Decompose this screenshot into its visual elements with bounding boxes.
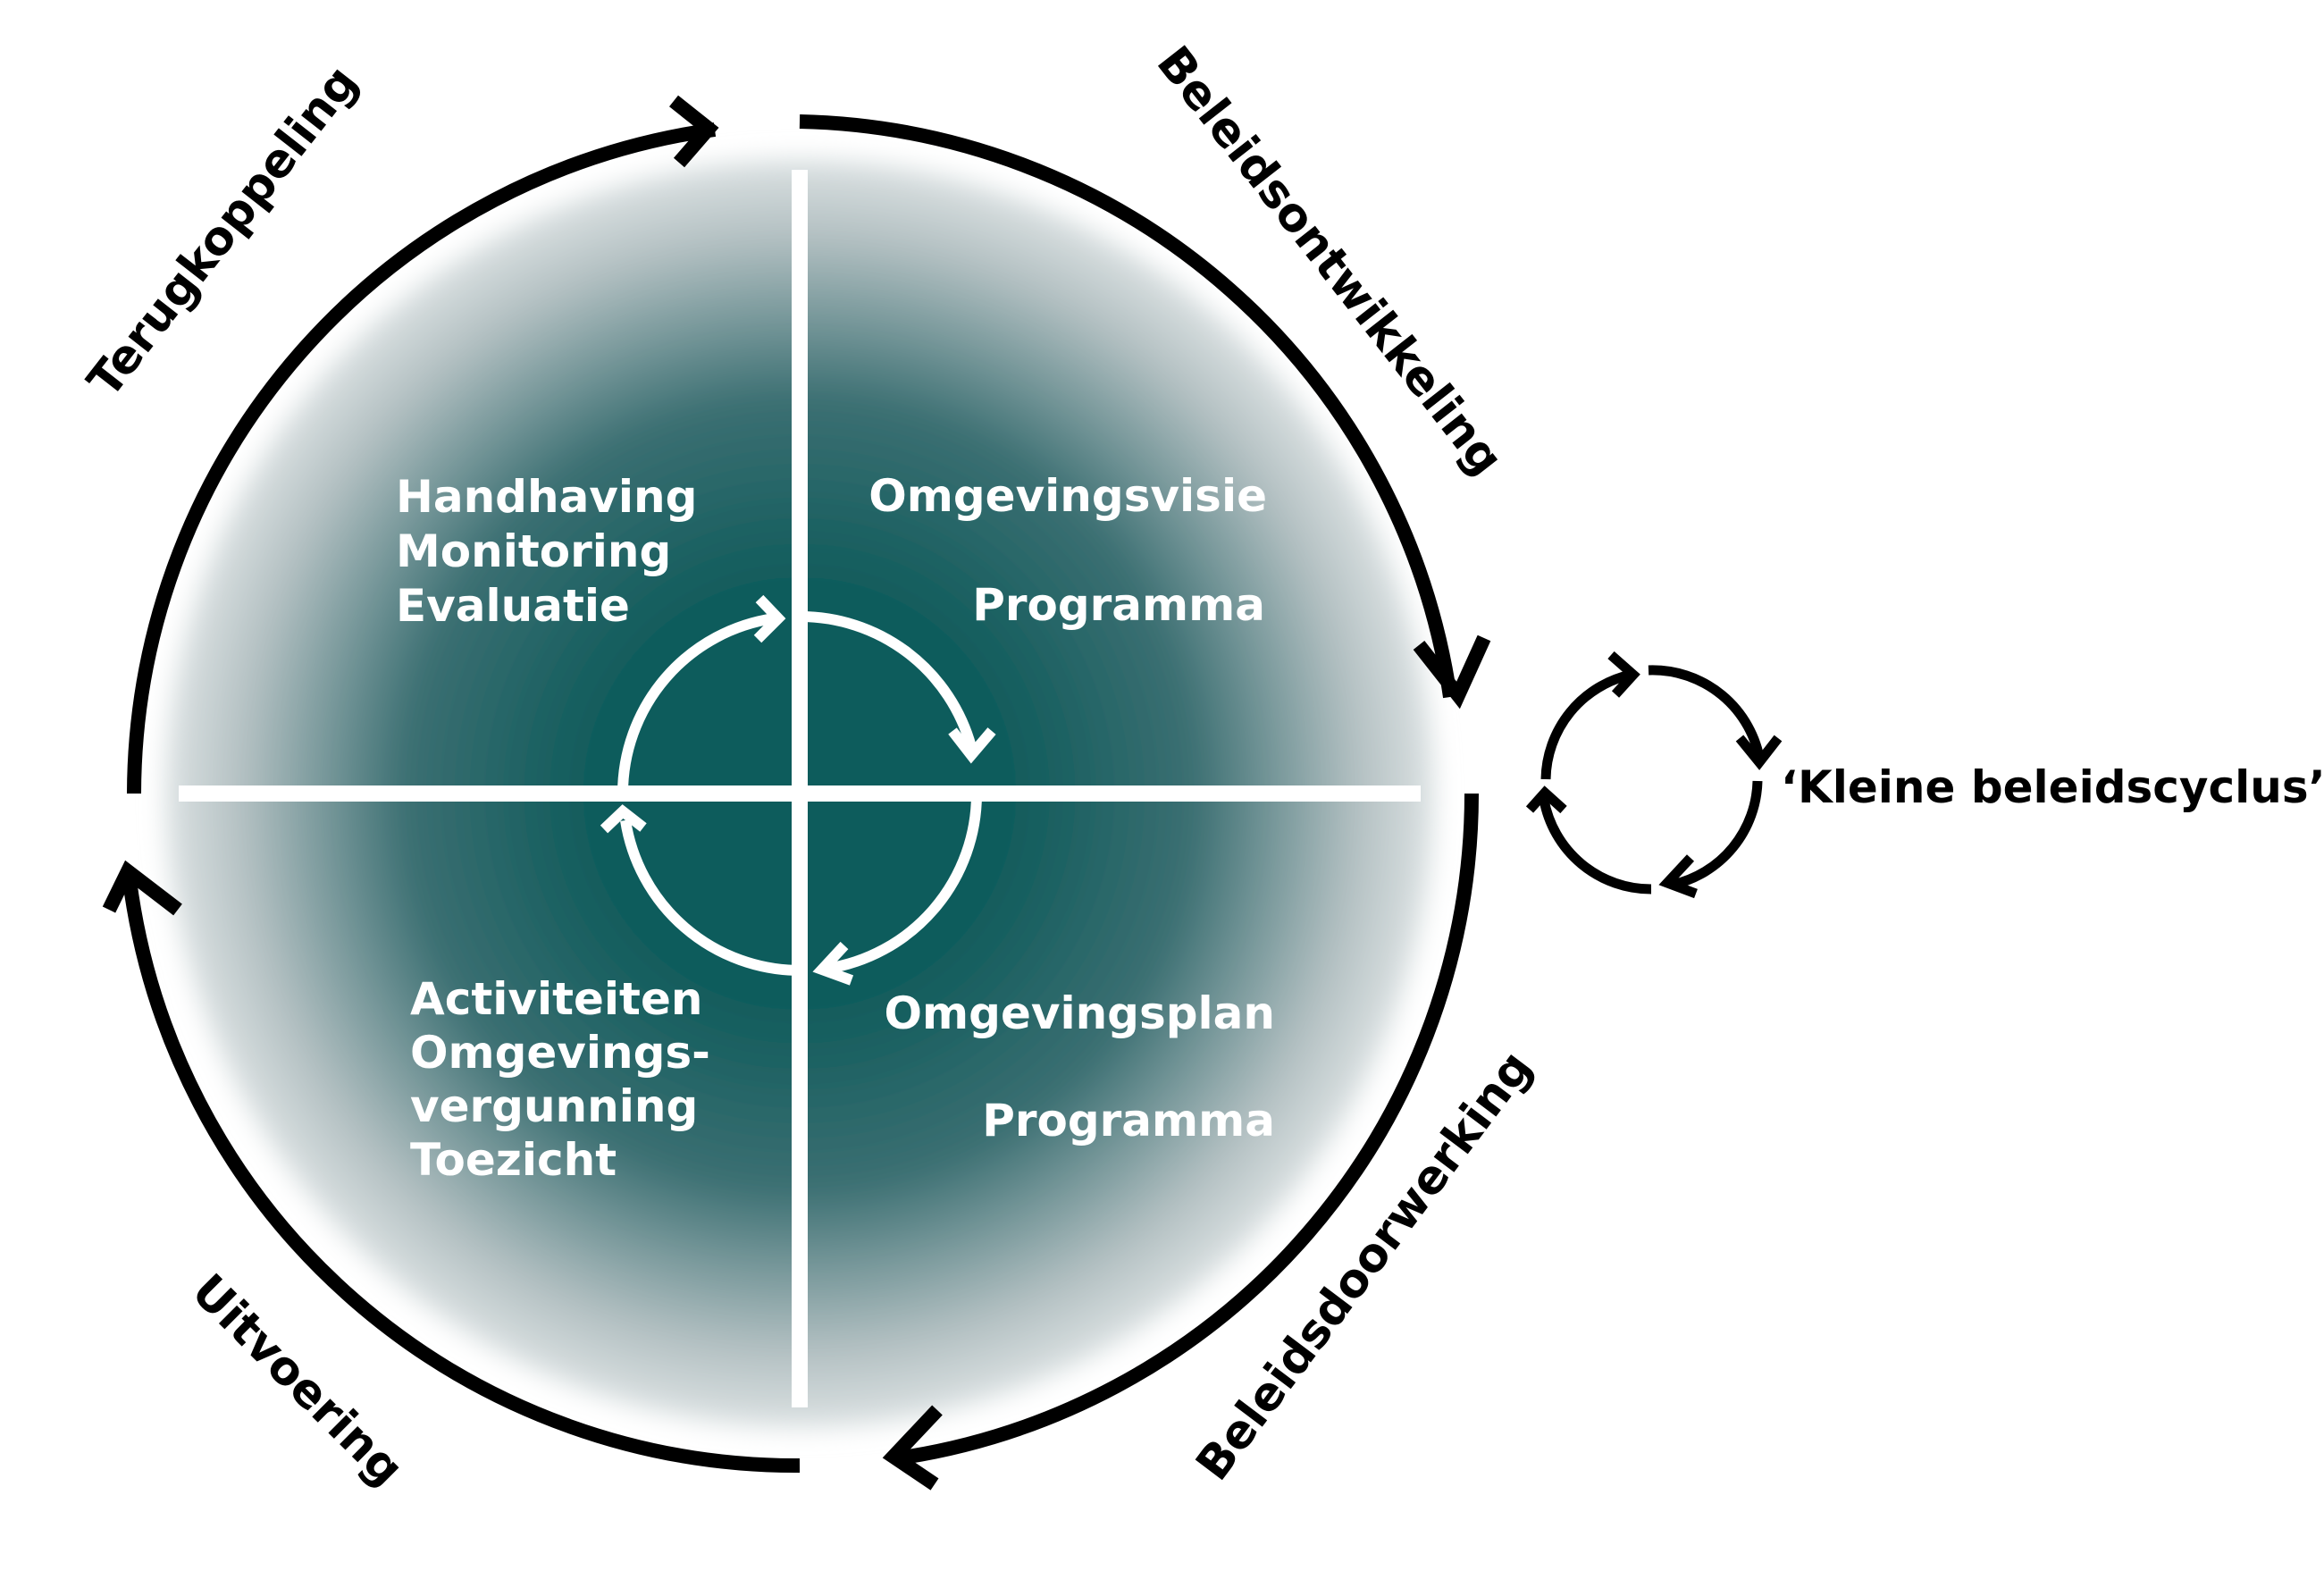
- quad-text-omgevings: Omgevings-: [410, 1027, 710, 1079]
- quad-text-programma-bottom: Programma: [982, 1095, 1275, 1147]
- small-arc-top-left: [1540, 669, 1632, 780]
- small-arrowhead-bottom-right: [1658, 854, 1698, 899]
- quad-text-toezicht: Toezicht: [410, 1134, 617, 1186]
- arrowhead-beleidsontwikkeling: [1413, 634, 1491, 710]
- arc-uitvoering: [122, 878, 801, 1474]
- small-arc-bottom-left: [1539, 798, 1652, 895]
- small-arrowhead-top-left: [1607, 651, 1640, 698]
- quad-text-evaluatie: Evaluatie: [396, 580, 630, 632]
- outer-cycle: [102, 95, 1491, 1491]
- quadrant-bottom-left-text: Activiteiten Omgevings- vergunning Toezi…: [410, 973, 710, 1186]
- quadrant-top-left-text: Handhaving Monitoring Evaluatie: [396, 471, 697, 632]
- inner-arc-bottom-right: [826, 793, 983, 974]
- inner-cycle: [600, 594, 996, 986]
- inner-arc-bottom-left: [620, 819, 801, 976]
- quadrant-disc: [165, 159, 1434, 1428]
- label-uitvoering: Uitvoering: [181, 1264, 414, 1497]
- inner-arc-top-left: [617, 613, 775, 794]
- quad-text-omgevingsvisie: Omgevingsvisie: [868, 470, 1267, 522]
- small-arrowhead-top-right: [1735, 735, 1783, 770]
- arc-terugkoppeling: [127, 122, 717, 794]
- arc-beleidsdoorwerking: [895, 793, 1479, 1466]
- small-arc-bottom-right: [1671, 780, 1763, 890]
- arrowhead-uitvoering: [102, 860, 182, 916]
- small-cycle-label: ‘Kleine beleidscyclus’: [1781, 761, 2324, 813]
- inner-arrowhead-bottom-left: [600, 804, 647, 834]
- inner-arrowhead-bottom-right: [812, 941, 854, 986]
- quad-text-omgevingsplan: Omgevingsplan: [885, 987, 1275, 1039]
- small-cycle: [1525, 651, 1783, 899]
- quad-text-monitoring: Monitoring: [396, 525, 671, 577]
- arc-beleidsontwikkeling: [799, 114, 1457, 699]
- small-arrowhead-bottom-left: [1525, 785, 1567, 814]
- small-arc-top-right: [1648, 665, 1766, 763]
- quad-text-vergunning: vergunning: [410, 1080, 698, 1132]
- inner-arrowhead-top-left: [753, 594, 786, 643]
- inner-arc-top-right: [799, 610, 977, 749]
- quad-text-activiteiten: Activiteiten: [410, 973, 702, 1025]
- quadrant-bottom-right-text: Omgevingsplan Programma: [885, 987, 1275, 1147]
- arrowhead-beleidsdoorwerking: [882, 1405, 943, 1491]
- quad-text-handhaving: Handhaving: [396, 471, 697, 523]
- quadrant-top-right-text: Omgevingsvisie Programma: [868, 470, 1267, 631]
- inner-arrowhead-top-right: [948, 727, 996, 764]
- arrowhead-terugkoppeling: [669, 95, 719, 168]
- quad-text-programma-top: Programma: [972, 579, 1265, 631]
- label-terugkoppeling: Terugkoppeling: [78, 56, 369, 407]
